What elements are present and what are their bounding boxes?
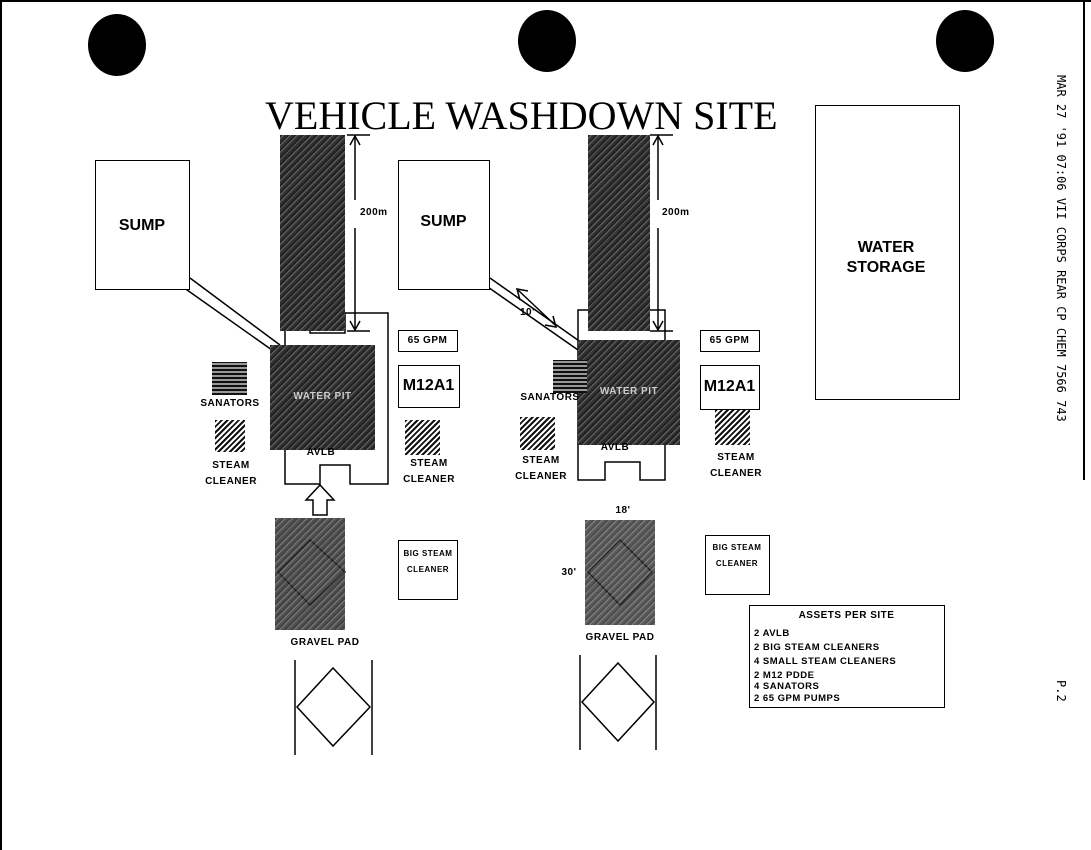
water-pit-right: WATER PIT bbox=[578, 340, 680, 445]
water-storage-label: WATER STORAGE bbox=[846, 239, 926, 276]
page-number: P.2 bbox=[1054, 680, 1068, 702]
m12a1-label: M12A1 bbox=[703, 378, 756, 395]
pump-right: 65 GPM bbox=[700, 330, 760, 352]
pad-length-label: 30' bbox=[561, 567, 577, 578]
avlb-label: AVLB bbox=[600, 442, 630, 453]
page-border-left bbox=[0, 0, 2, 850]
punch-hole-icon bbox=[936, 10, 994, 72]
gravel-pad-right bbox=[585, 520, 655, 625]
steam-cleaner-label: STEAM CLEANER bbox=[710, 452, 762, 479]
steam-cleaner-icon bbox=[715, 410, 750, 445]
assets-item: 2 BIG STEAM CLEANERS bbox=[754, 642, 880, 653]
assets-item: 2 AVLB bbox=[754, 628, 790, 639]
gravel-pad-left bbox=[275, 518, 345, 630]
steam-cleaner-label: STEAM CLEANER bbox=[515, 455, 567, 482]
big-steam-cleaner-left: BIG STEAM CLEANER bbox=[398, 540, 458, 600]
page-title: VEHICLE WASHDOWN SITE bbox=[265, 93, 778, 138]
gravel-strip-right bbox=[588, 135, 650, 331]
assets-table: ASSETS PER SITE 2 AVLB 2 BIG STEAM CLEAN… bbox=[749, 605, 945, 708]
steam-cleaner-label: STEAM CLEANER bbox=[403, 458, 455, 485]
assets-item: 2 65 GPM PUMPS bbox=[754, 693, 841, 704]
sump-label: SUMP bbox=[118, 217, 166, 234]
sanators-icon bbox=[553, 360, 587, 393]
page-border-top bbox=[0, 0, 1091, 2]
length-label: 200m bbox=[360, 207, 388, 218]
pump-left: 65 GPM bbox=[398, 330, 458, 352]
length-label: 200m bbox=[662, 207, 690, 218]
steam-cleaner-icon bbox=[215, 420, 245, 452]
assets-item: 2 M12 PDDE bbox=[754, 670, 815, 681]
page-border-right bbox=[1083, 0, 1085, 480]
assets-item: 4 SANATORS bbox=[754, 681, 820, 692]
water-storage: WATER STORAGE bbox=[815, 105, 960, 400]
steam-cleaner-icon bbox=[520, 417, 555, 450]
steam-cleaner-icon bbox=[405, 420, 440, 455]
sanators-icon bbox=[212, 362, 247, 395]
big-steam-label: BIG STEAM CLEANER bbox=[712, 543, 762, 568]
sanators-label: SANATORS bbox=[520, 392, 580, 403]
gpm-label: 65 GPM bbox=[407, 335, 448, 346]
punch-hole-icon bbox=[518, 10, 576, 72]
water-pit-left: WATER PIT bbox=[270, 345, 375, 450]
m12a1-label: M12A1 bbox=[402, 377, 455, 394]
big-steam-cleaner-right: BIG STEAM CLEANER bbox=[705, 535, 770, 595]
sanators-label: SANATORS bbox=[200, 398, 260, 409]
punch-hole-icon bbox=[88, 14, 146, 76]
sump-right: SUMP bbox=[398, 160, 490, 290]
sump-left: SUMP bbox=[95, 160, 190, 290]
steam-cleaner-label: STEAM CLEANER bbox=[205, 460, 257, 487]
sump-label: SUMP bbox=[420, 213, 467, 230]
gravel-pad-label: GRAVEL PAD bbox=[290, 637, 360, 648]
assets-item: 4 SMALL STEAM CLEANERS bbox=[754, 656, 897, 667]
gravel-strip-left bbox=[280, 135, 345, 331]
fax-header: MAR 27 '91 07:06 VII CORPS REAR CP CHEM … bbox=[1054, 75, 1068, 422]
big-steam-label: BIG STEAM CLEANER bbox=[403, 549, 453, 574]
pit-label: WATER PIT bbox=[293, 391, 352, 402]
m12a1-right: M12A1 bbox=[700, 365, 760, 410]
m12a1-left: M12A1 bbox=[398, 365, 460, 408]
pit-label: WATER PIT bbox=[599, 386, 659, 397]
gpm-label: 65 GPM bbox=[709, 335, 750, 346]
pipe-length-label: 10' bbox=[520, 307, 536, 318]
pad-width-label: 18' bbox=[615, 505, 631, 516]
assets-title: ASSETS PER SITE bbox=[798, 610, 895, 621]
avlb-label: AVLB bbox=[306, 447, 336, 458]
gravel-pad-label: GRAVEL PAD bbox=[585, 632, 655, 643]
